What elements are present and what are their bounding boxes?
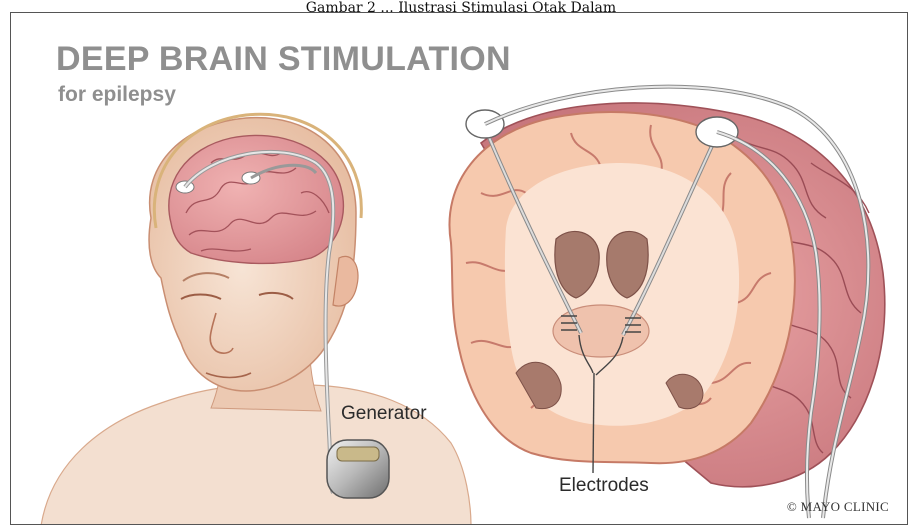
electrodes-label: Electrodes — [559, 475, 649, 497]
illustration-title: DEEP BRAIN STIMULATION — [56, 40, 511, 79]
illustration-subtitle: for epilepsy — [58, 83, 176, 107]
illustration-frame: DEEP BRAIN STIMULATION for epilepsy Gene… — [10, 12, 908, 525]
head-figure — [41, 114, 471, 525]
generator-device — [327, 440, 389, 498]
electrodes-leader-line — [593, 373, 594, 473]
brain-cross-section — [449, 87, 884, 518]
copyright-credit: © MAYO CLINIC — [787, 499, 889, 515]
generator-label: Generator — [341, 403, 427, 425]
